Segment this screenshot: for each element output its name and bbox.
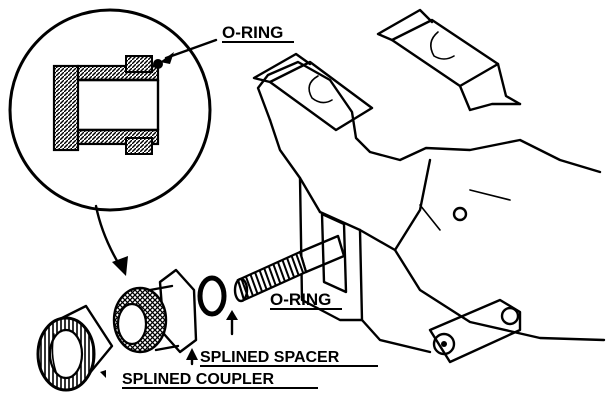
splined-coupler-label: SPLINED COUPLER bbox=[122, 371, 274, 388]
leader-lines bbox=[100, 38, 238, 378]
o-ring-shaft-label: O-RING bbox=[270, 290, 331, 309]
callout-o-ring-shaft: O-RING bbox=[270, 290, 342, 310]
splined-spacer-label: SPLINED SPACER bbox=[200, 349, 340, 366]
callout-splined-spacer: SPLINED SPACER bbox=[200, 349, 378, 367]
detail-magnifier bbox=[8, 8, 212, 276]
callout-splined-coupler: SPLINED COUPLER bbox=[122, 371, 318, 389]
callout-o-ring-top: O-RING bbox=[222, 23, 294, 43]
threaded-shaft bbox=[233, 234, 346, 303]
o-ring-top-label: O-RING bbox=[222, 23, 283, 42]
splined-coupler-part bbox=[36, 304, 114, 392]
detail-spacer-section bbox=[52, 55, 163, 155]
o-ring-part bbox=[197, 275, 227, 317]
splined-spacer-part bbox=[112, 268, 198, 354]
